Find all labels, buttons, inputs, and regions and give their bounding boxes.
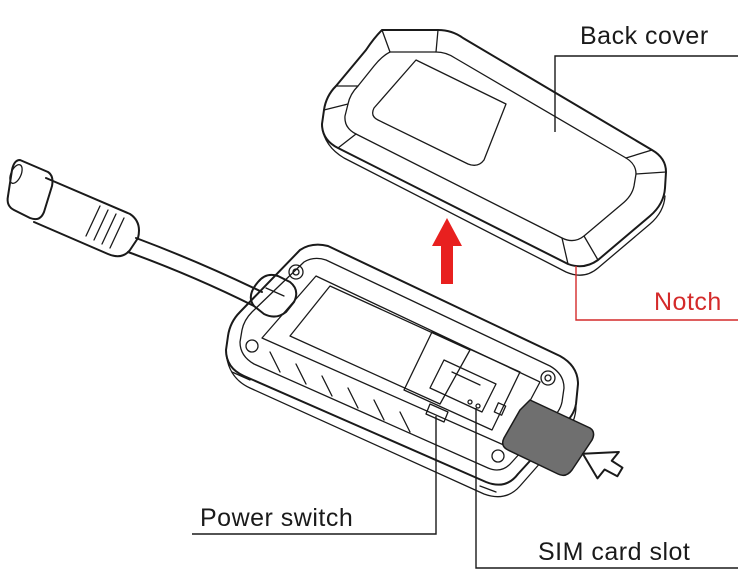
label-power-switch: Power switch [200, 504, 353, 532]
leader-lines [192, 55, 738, 569]
antenna-cable [6, 159, 263, 307]
sim-card [501, 399, 595, 477]
label-sim-card-slot: SIM card slot [538, 538, 690, 566]
back-cover [321, 29, 667, 276]
label-notch: Notch [654, 288, 722, 316]
lift-arrow-icon [432, 218, 462, 284]
label-back-cover: Back cover [580, 22, 709, 50]
insert-cursor-icon [581, 450, 624, 480]
